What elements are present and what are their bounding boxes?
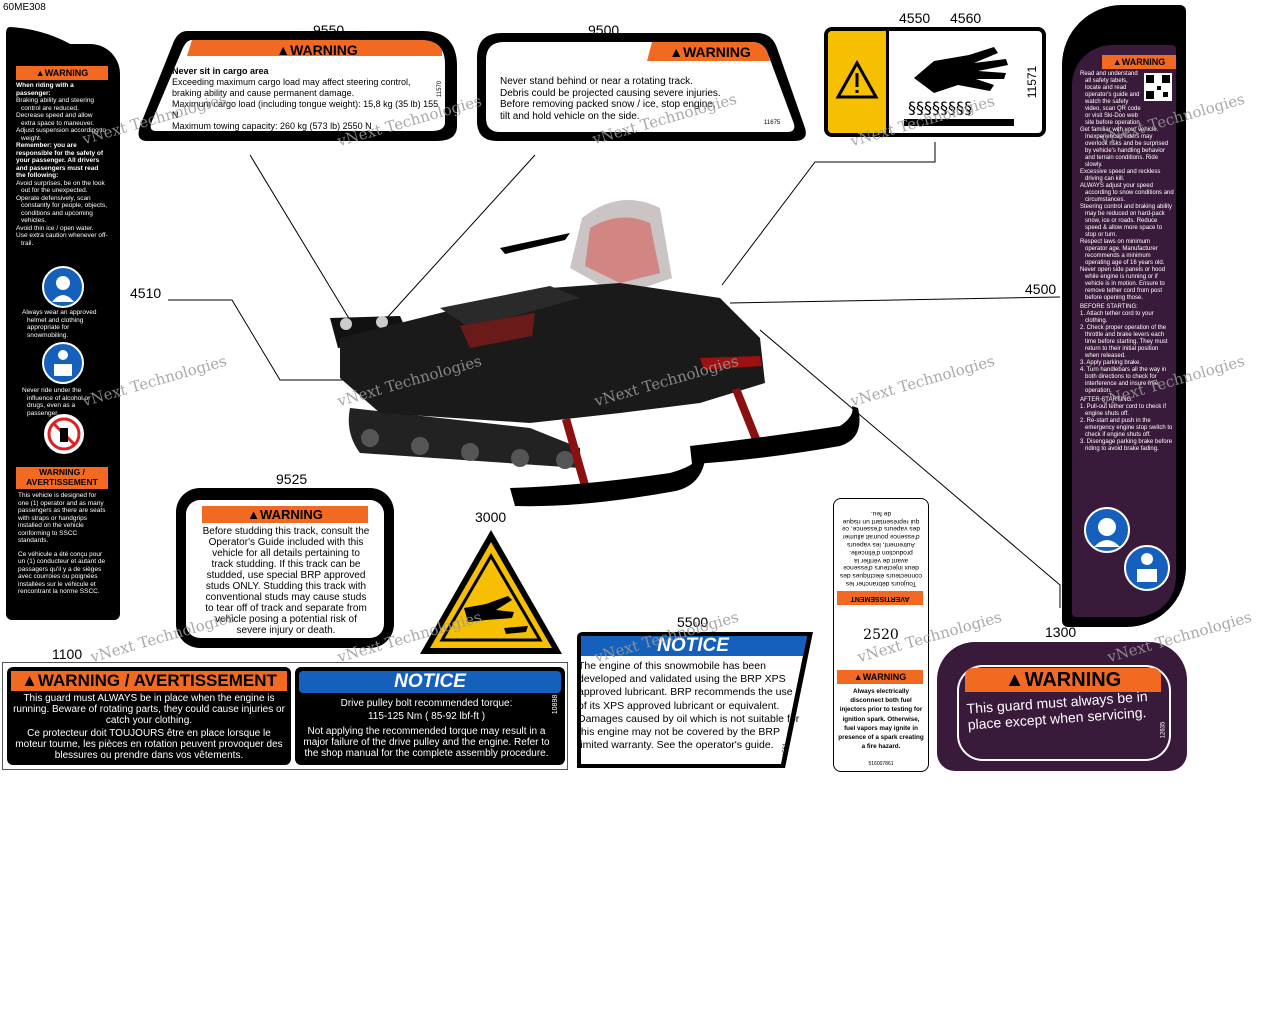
hand-icon: [464, 596, 514, 622]
callout-3000: 3000: [475, 509, 507, 525]
label-9525: ▲WARNING Before studding this track, con…: [176, 488, 394, 648]
read-manual-icon: [42, 342, 84, 384]
label-2520: Toujours débrancher les connecteurs élec…: [833, 498, 929, 772]
callout-4560: 4560: [950, 10, 982, 26]
qr-code-icon: [1144, 73, 1172, 101]
warning-header: ▲WARNING: [276, 42, 358, 58]
callout-9525: 9525: [276, 471, 308, 487]
warning-triangle-icon: ▲: [247, 507, 261, 522]
label-3000-track-hazard: [420, 530, 562, 654]
label-1300: ▲WARNING This guard must always be in pl…: [937, 642, 1187, 771]
label-1100: ▲WARNING / AVERTISSEMENT This guard must…: [2, 662, 568, 770]
warning-triangle-icon: ▲: [1004, 669, 1025, 691]
hot-surface-hand-icon: §§§§§§§§: [904, 47, 1014, 126]
svg-text:§§§§§§§§: §§§§§§§§: [908, 98, 972, 117]
warning-triangle-icon: ▲: [1112, 57, 1122, 67]
callout-4500: 4500: [1025, 281, 1057, 297]
caution-triangle-icon: [835, 59, 879, 99]
snowmobile-illustration: [330, 200, 860, 507]
helmet-icon: [1084, 507, 1130, 553]
label-4500: ▲WARNING Read and understand all safety …: [1062, 5, 1186, 627]
helmet-icon: [42, 266, 84, 308]
label-9550: ▲WARNING Never sit in cargo area Exceedi…: [132, 26, 462, 146]
cargo-title: Never sit in cargo area: [172, 66, 269, 76]
label-4510: ▲WARNING When riding with a passenger: B…: [2, 22, 124, 622]
warning-triangle-icon: ▲: [669, 44, 684, 60]
warning-triangle-icon: ▲: [35, 68, 45, 78]
read-manual-icon: [1124, 545, 1170, 591]
callout-5500: 5500: [677, 614, 709, 630]
callout-1100: 1100: [52, 646, 83, 662]
no-alcohol-icon: [44, 414, 84, 454]
warning-triangle-icon: ▲: [853, 672, 863, 682]
label-4550: §§§§§§§§ 11571: [824, 27, 1046, 137]
warning-triangle-icon: ▲: [21, 671, 38, 690]
label-9500: ▲WARNING Never stand behind or near a ro…: [472, 28, 810, 146]
label-5500: NOTICE The engine of this snowmobile has…: [573, 630, 819, 770]
callout-4550: 4550: [899, 10, 931, 26]
diagram-code: 60ME308: [3, 2, 46, 13]
warning-triangle-icon: ▲: [276, 42, 291, 58]
callout-4510: 4510: [130, 285, 162, 301]
callout-1300: 1300: [1045, 624, 1077, 640]
